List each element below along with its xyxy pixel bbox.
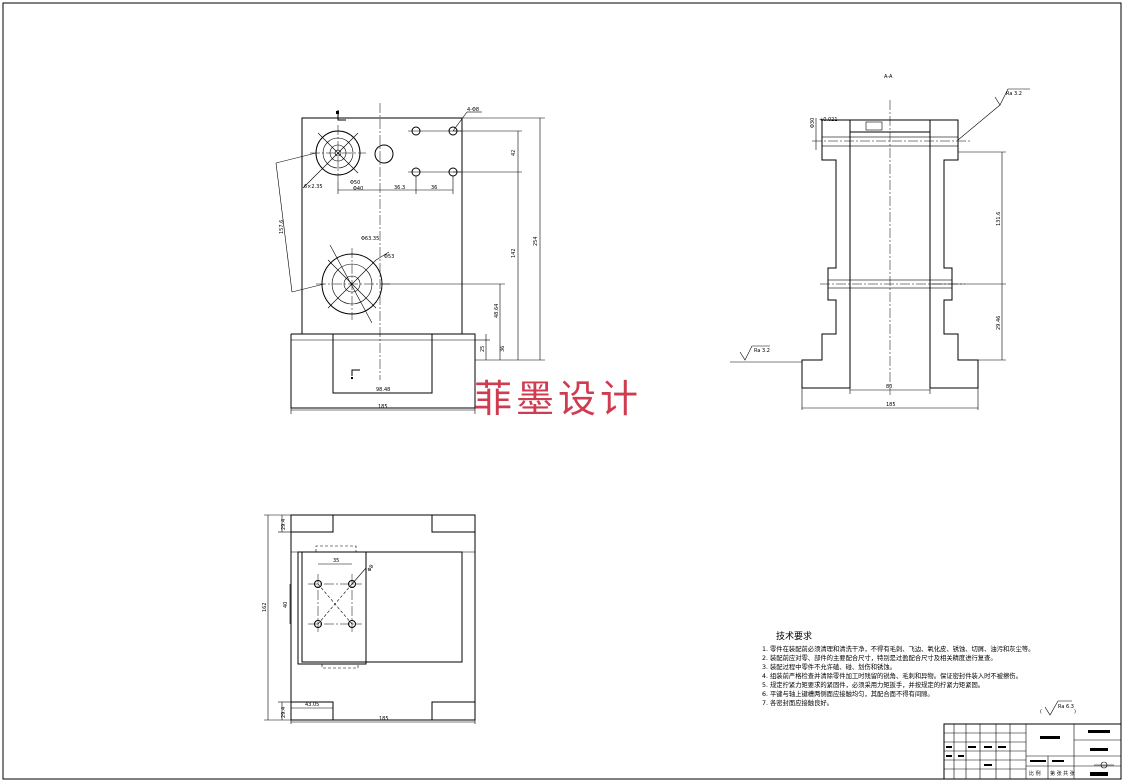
technical-notes: 技术要求 1. 零件在装配前必须清理和清洗干净，不得有毛刺、飞边、氧化皮、锈蚀、… [762,630,1076,716]
section-label: A-A [884,74,893,80]
svg-text:): ) [1074,709,1076,715]
dim-edge-top: 29.4 [281,519,287,530]
dim-top-overall-width: 185 [379,716,389,722]
dim-height-lower: 29.46 [996,316,1002,330]
note-line-4: 4. 组装前严格检查并清除零件加工时残留的锐角、毛刺和异物。保证密封件装入时不被… [762,671,1022,680]
front-dimensions: 42 142 254 48.64 36 25 36.3 36 185 98.48… [275,107,545,414]
note-line-6: 6. 平键与轴上键槽两侧面应接触均匀，其配合面不得有间隙。 [762,689,934,698]
dim-hole-large-tol: 6×2.35 [304,184,323,190]
watermark: 菲墨设计 [474,377,642,421]
dim-top-bore-tol: +0.021 [819,117,838,123]
section-right-wall [929,119,979,389]
dim-height-low: 48.64 [494,304,500,318]
dim-bore-width: 80 [886,384,892,390]
dim-overall-width: 185 [378,404,388,410]
notes-heading: 技术要求 [776,630,812,642]
dim-top-bore: Φ30 [810,118,816,128]
top-view-holes [308,574,362,634]
dim-bore-lower: Φ63.35 [361,236,379,242]
section-view: A-A 131.6 29.46 80 185 Φ30 +0.021 [730,74,1030,410]
title-scale-label: 比 例 [1029,770,1041,777]
dim-hole-dia: Φ8 [367,564,376,573]
top-view-outline [290,514,476,721]
small-holes [408,126,461,177]
svg-text:Ra 6.3: Ra 6.3 [1058,704,1074,710]
note-line-1: 1. 零件在装配前必须清理和清洗干净，不得有毛刺、飞边、氧化皮、锈蚀、切屑、油污… [762,644,1034,653]
section-left-wall [801,119,851,389]
note-line-2: 2. 装配前应对零、部件的主要配合尺寸，特别是过盈配合尺寸及相关精度进行复查。 [762,653,997,662]
dim-hole-small: 4-Φ8 [467,107,479,113]
note-line-3: 3. 装配过程中零件不允许磕、碰、划伤和锈蚀。 [762,662,896,671]
note-line-7: 7. 各密封面应接触良好。 [762,698,833,707]
svg-text:Ra 3.2: Ra 3.2 [754,348,770,354]
title-sheet-label: 第 张 共 张 [1050,770,1075,777]
dim-edge-bottom: 29.4 [281,707,287,718]
dim-slot-width: 98.48 [376,387,390,393]
front-body-outline [301,117,463,335]
dim-bore-lower-b: Φ53 [384,254,394,260]
front-view: 42 142 254 48.64 36 25 36.3 36 185 98.48… [275,103,545,414]
dim-bore-upper: Φ50 [350,180,360,186]
dim-left-offset: 43.05 [305,702,319,708]
dim-bore-upper-b: Φ40 [353,186,363,192]
dim-hole-offset: 42 [511,150,517,156]
dim-height-upper: 131.6 [996,212,1002,226]
dim-height-base: 36 [500,346,506,352]
top-view: 35 40 Φ8 162 29.4 29.4 185 43.05 [262,514,476,724]
dim-height-mid: 142 [511,248,517,258]
roughness-symbol-left: Ra 3.2 [730,345,802,363]
lower-bore-circles [316,244,390,324]
dim-center-dist: 157.6 [279,220,285,234]
dim-hole-spacing-a: 36.3 [394,185,405,191]
roughness-symbol-top: Ra 3.2 [957,88,1030,141]
dim-base-width: 185 [886,402,896,408]
title-block: 比 例 第 张 共 张 [943,723,1122,780]
note-line-5: 5. 规定拧紧力矩要求的紧固件，必须采用力矩扳手，并按规定的拧紧力矩紧固。 [762,680,984,689]
dim-total-depth: 162 [262,602,268,612]
dim-hole-pitch-y: 40 [283,602,289,608]
svg-text:Ra 3.2: Ra 3.2 [1006,91,1022,97]
dim-base-thk: 25 [480,346,486,352]
front-base-outline [290,333,476,409]
svg-text:(: ( [1040,709,1042,715]
dim-height-total: 254 [533,236,539,246]
upper-bore-circles [310,125,394,181]
roughness-general: ( Ra 6.3 ) [1040,700,1076,716]
dim-hole-pitch-x: 35 [333,558,339,564]
dim-hole-spacing-b: 36 [431,185,437,191]
